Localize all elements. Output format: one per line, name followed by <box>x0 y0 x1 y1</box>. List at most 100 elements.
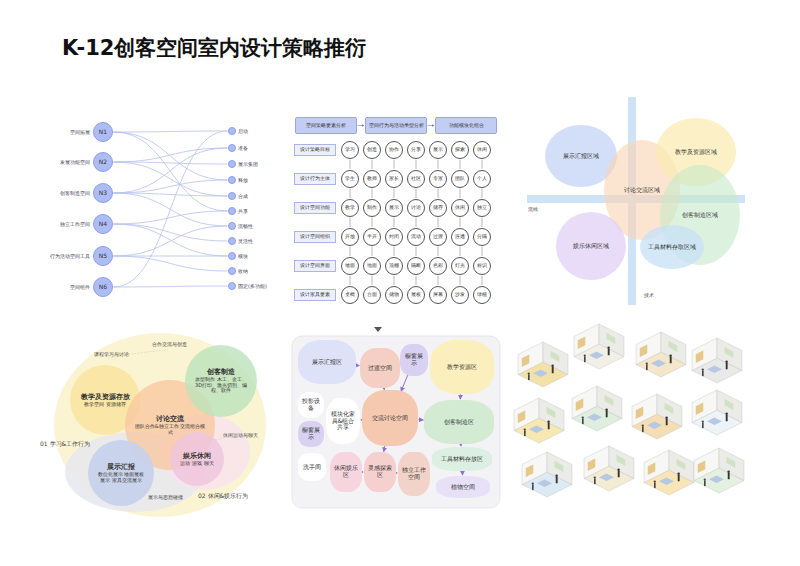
connector <box>460 444 461 446</box>
node-body: 原型制作 木工、金工、3D打印、激光切割、编程、软件 <box>194 377 248 394</box>
node-heading: 讨论 <box>411 205 421 211</box>
node-label: 创客制造空间 <box>60 190 90 196</box>
connector <box>460 189 461 199</box>
connector <box>460 247 461 257</box>
zone-blob: 工具材料存放区 <box>432 447 492 471</box>
factor-circle: 地面 <box>363 257 381 275</box>
row-label-box: 设计策略目标 <box>294 144 336 156</box>
node-heading: 教学及资源存放 <box>81 393 130 401</box>
attribute-dot: 固定(多功能) <box>228 282 236 290</box>
node-heading: 社区 <box>411 176 421 182</box>
zone-blob: 洗手间 <box>298 453 326 481</box>
connector <box>438 218 439 228</box>
node-heading: 讨论交流 <box>134 415 206 423</box>
factor-circle: 讨论 <box>407 199 425 217</box>
factor-circle: 半开 <box>363 228 381 246</box>
factor-circle: 学习 <box>341 141 359 159</box>
connector <box>438 247 439 257</box>
node-heading: 色彩 <box>433 263 443 269</box>
node-body: 教学空间 资源储存 <box>81 402 130 408</box>
marker-triangle <box>374 327 382 332</box>
attribute-dot: 灵活性 <box>228 237 236 245</box>
factor-circle: 分隔 <box>473 228 491 246</box>
row-label-box: 设计家具要素 <box>294 289 336 301</box>
connector <box>372 218 373 228</box>
factor-circle: 标识 <box>473 257 491 275</box>
node-heading: 娱乐休闲 <box>180 452 213 460</box>
factor-circle: 休闲 <box>451 199 469 217</box>
space-node: N2发展功能空间 <box>93 152 113 172</box>
node-heading: 设计家具要素 <box>300 292 330 298</box>
annotation: 流线 <box>528 207 538 213</box>
factor-circle: 专家 <box>429 170 447 188</box>
zone-blob: 休闲娱乐区 <box>330 452 362 492</box>
attribute-dot: 模块 <box>228 252 236 260</box>
node-heading: 开放 <box>345 234 355 240</box>
connector <box>350 218 351 228</box>
connector <box>372 160 373 170</box>
connector <box>114 131 228 287</box>
space-node: N3创客制造空间 <box>93 183 113 203</box>
factor-circle: 过渡 <box>429 228 447 246</box>
factor-circle: 灯光 <box>451 257 469 275</box>
connector <box>482 160 483 170</box>
node-heading: 连通 <box>455 234 465 240</box>
node-label: 收纳 <box>238 268 248 274</box>
node-heading: 橱窗展示 <box>404 353 424 367</box>
node-heading: 投影设备 <box>302 398 320 412</box>
node-label: 发展功能空间 <box>60 159 90 165</box>
node-heading: 教学 <box>345 205 355 211</box>
node-heading: 桌椅 <box>345 292 355 298</box>
factor-circle: 分享 <box>407 141 425 159</box>
connector <box>114 226 228 256</box>
connector <box>416 276 417 286</box>
annotation: 02 休闲&娱乐行为 <box>198 493 248 500</box>
title: K-12创客空间室内设计策略推衍 <box>62 34 366 62</box>
factor-circle: 顶棚 <box>385 257 403 275</box>
zone-bubble: 展示汇报数位化展示 墙面展板展示 家具交流展示 <box>88 440 154 506</box>
attribute-dot: 展示集团 <box>228 160 236 168</box>
factor-circle: 教师 <box>363 170 381 188</box>
node-body: 团队合作&独立工作 交流组合模式 <box>134 424 206 436</box>
node-heading: 创客制造区 <box>444 419 474 426</box>
node-heading: 标识 <box>477 263 487 269</box>
zone-blob: 创客制造区 <box>424 400 494 444</box>
node-heading: 储存 <box>433 205 443 211</box>
node-heading: 流动 <box>411 234 421 240</box>
connector <box>462 471 463 475</box>
row-label-box: 设计空间界面 <box>294 260 336 272</box>
node-label: 共享 <box>238 208 248 214</box>
stage-box: 空间行为与活动类型分析 <box>365 117 427 134</box>
node-number: N5 <box>99 253 107 260</box>
space-node: N5行为活动空间工具 <box>93 246 113 266</box>
connector <box>114 211 228 224</box>
connector <box>350 189 351 199</box>
factor-circle: 储物 <box>385 286 403 304</box>
node-heading: 模块化家具&组合共享 <box>330 411 356 432</box>
zone-bubble: 娱乐休闲运动 游戏 聊天 <box>170 432 224 486</box>
attribute-dot: 合成 <box>228 192 236 200</box>
connector <box>394 189 395 199</box>
factor-circle: 台面 <box>363 286 381 304</box>
connector <box>114 148 228 162</box>
connector <box>350 247 351 257</box>
connector <box>418 419 423 420</box>
factor-circle: 屏幕 <box>429 286 447 304</box>
zone-blob: 过渡空间 <box>360 348 400 388</box>
zone-blob: 橱窗展示 <box>400 344 428 376</box>
connector <box>438 160 439 170</box>
node-heading: 设计策略目标 <box>300 147 330 153</box>
factor-circle: 桌椅 <box>341 286 359 304</box>
connector <box>350 276 351 286</box>
zone-panel <box>292 336 500 508</box>
node-label: 释放 <box>238 177 248 183</box>
attribute-dot: 释放 <box>228 176 236 184</box>
node-heading: 过渡空间 <box>368 365 392 372</box>
node-heading: 协作 <box>389 147 399 153</box>
factor-circle: 家长 <box>385 170 403 188</box>
node-heading: 墙面 <box>345 263 355 269</box>
node-heading: 创客制造区域 <box>682 212 718 219</box>
node-number: N2 <box>99 159 107 166</box>
factor-circle: 协作 <box>385 141 403 159</box>
node-heading: 分享 <box>411 147 421 153</box>
